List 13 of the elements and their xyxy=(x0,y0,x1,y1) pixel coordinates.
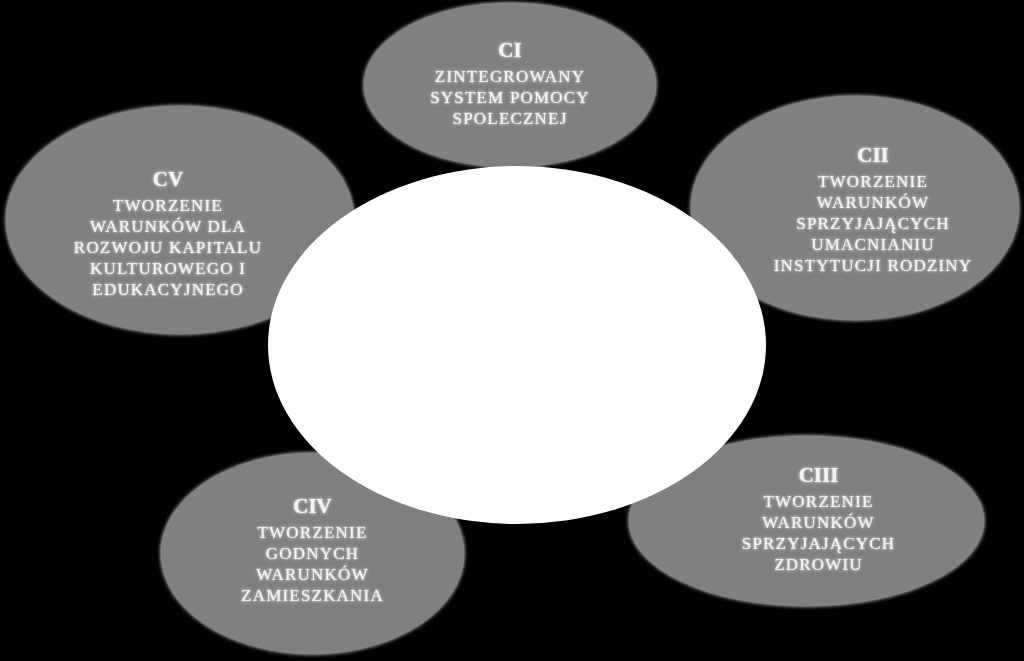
node-text: TWORZENIE WARUNKÓW SPRZYJAJĄCYCH ZDROWIU xyxy=(740,491,897,575)
node-text: TWORZENIE WARUNKÓW DLA ROZWOJU KAPITALU KULTUROWEGO I EDUKACYJNEGO xyxy=(72,195,264,300)
node-text: ZINTEGROWANY SYSTEM POMOCY SPOLECZNEJ xyxy=(429,66,591,129)
node-heading: CIII xyxy=(798,463,839,487)
node-heading: CV xyxy=(152,167,184,191)
node-heading: CI xyxy=(498,38,522,62)
node-heading: CIV xyxy=(293,494,332,518)
node-text: TWORZENIE WARUNKÓW SPRZYJAJĄCYCH UMACNIANIU INSTYTUCJI RODZINY xyxy=(772,171,974,276)
ellipse-node xyxy=(690,95,1020,321)
ellipse-node xyxy=(628,435,985,607)
ellipse-node xyxy=(363,2,657,168)
node-text: TWORZENIE GODNYCH WARUNKÓW ZAMIESZKANIA xyxy=(240,522,385,606)
node-heading: CII xyxy=(857,143,889,167)
